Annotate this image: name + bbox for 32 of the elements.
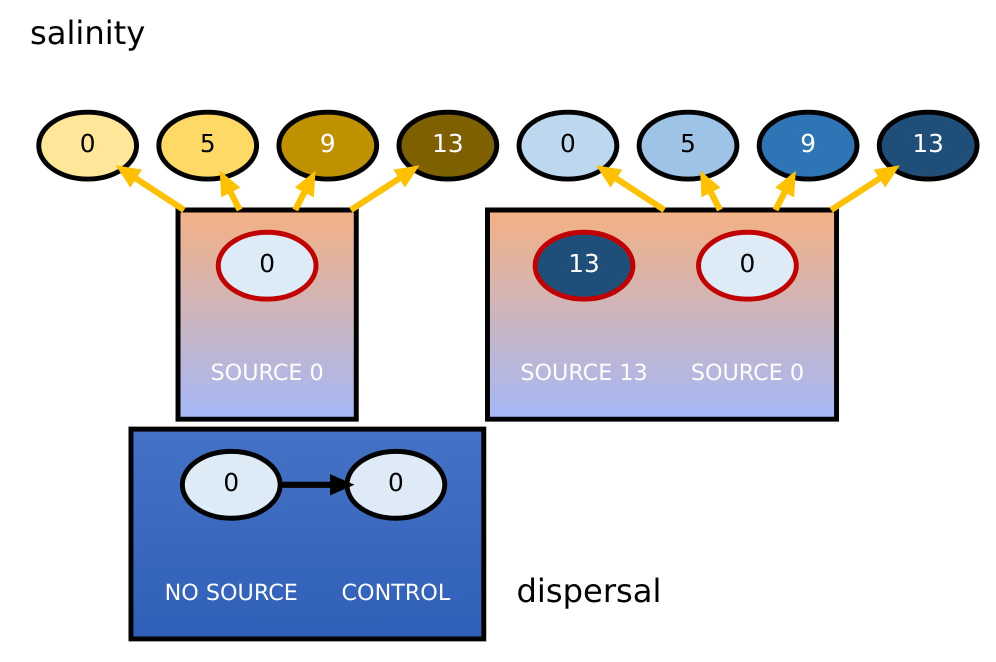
node-ellipse: 0 [696,230,799,302]
arrow [596,165,666,213]
arrow [349,165,420,213]
node-ellipse: 0 [344,448,448,521]
node-label: SOURCE 13 [520,360,648,386]
arrow [292,170,316,212]
arrow [829,165,900,213]
node-ellipse: 9 [276,110,380,182]
arrow [116,165,186,213]
node-ellipse: 5 [156,110,260,182]
cluster [485,208,840,422]
node-label: SOURCE 0 [690,360,804,386]
cluster [176,208,359,422]
arrow [280,474,354,496]
arrow [700,170,723,212]
node-ellipse: 0 [216,230,319,302]
node-ellipse: 13 [396,110,500,182]
arrow [220,170,242,212]
label: dispersal [516,572,662,610]
node-ellipse: 13 [876,110,980,182]
node-ellipse: 0 [36,110,140,182]
arrow [772,170,796,212]
node-ellipse: 13 [532,230,636,302]
node-label: CONTROL [342,580,450,606]
node-ellipse: 5 [636,110,740,182]
node-label: NO SOURCE [164,580,298,606]
node-ellipse: 0 [180,448,283,521]
cluster [128,426,486,642]
node-ellipse: 0 [516,110,620,182]
node-label: SOURCE 0 [210,360,324,386]
label: salinity [30,14,146,52]
node-ellipse: 9 [756,110,860,182]
